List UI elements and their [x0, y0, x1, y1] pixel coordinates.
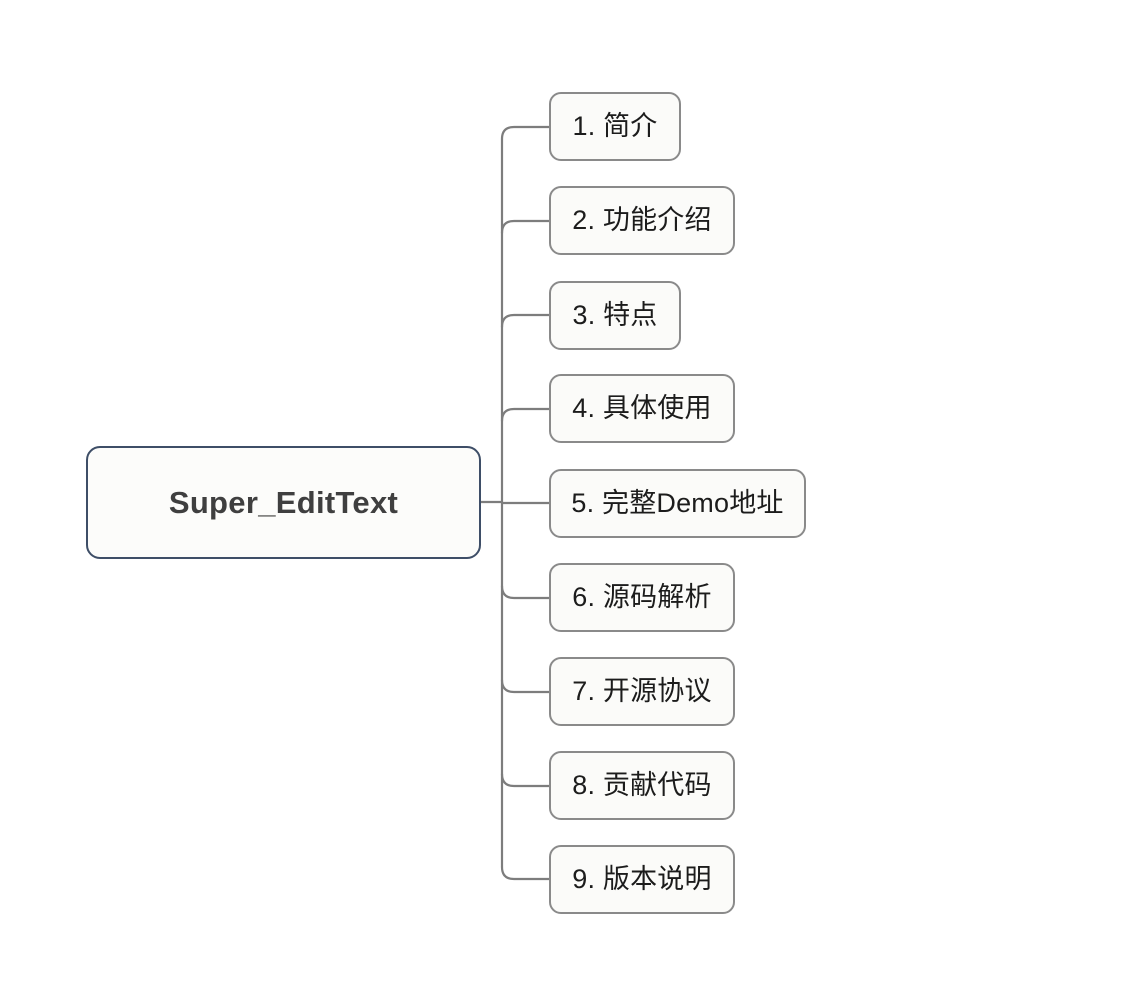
branch-node-8-label: 8. 贡献代码 [572, 770, 712, 800]
branch-node-3-label: 3. 特点 [572, 300, 658, 330]
branch-node-1-label: 1. 简介 [572, 111, 658, 141]
branch-node-6-label: 6. 源码解析 [572, 582, 712, 612]
root-node[interactable]: Super_EditText [86, 446, 481, 559]
branch-node-4-label: 4. 具体使用 [572, 393, 712, 423]
connector-branch-7 [500, 678, 551, 694]
connector-branch-2 [500, 219, 551, 235]
connector-branch-8 [500, 772, 551, 788]
connector-branch-4 [500, 407, 551, 423]
branch-node-8[interactable]: 8. 贡献代码 [549, 751, 735, 820]
branch-node-5-label: 5. 完整Demo地址 [571, 488, 784, 518]
branch-node-3[interactable]: 3. 特点 [549, 281, 681, 350]
branch-node-2[interactable]: 2. 功能介绍 [549, 186, 735, 255]
branch-node-1[interactable]: 1. 简介 [549, 92, 681, 161]
connector-branch-1 [500, 125, 551, 141]
branch-node-4[interactable]: 4. 具体使用 [549, 374, 735, 443]
connector-branch-9 [500, 865, 551, 881]
branch-node-9-label: 9. 版本说明 [572, 864, 712, 894]
connector-branch-3 [500, 313, 551, 329]
branch-node-6[interactable]: 6. 源码解析 [549, 563, 735, 632]
branch-node-7[interactable]: 7. 开源协议 [549, 657, 735, 726]
branch-node-5[interactable]: 5. 完整Demo地址 [549, 469, 806, 538]
connector-branch-6 [500, 584, 551, 600]
branch-node-7-label: 7. 开源协议 [572, 676, 712, 706]
branch-node-9[interactable]: 9. 版本说明 [549, 845, 735, 914]
branch-node-2-label: 2. 功能介绍 [572, 205, 712, 235]
root-node-label: Super_EditText [168, 485, 399, 520]
